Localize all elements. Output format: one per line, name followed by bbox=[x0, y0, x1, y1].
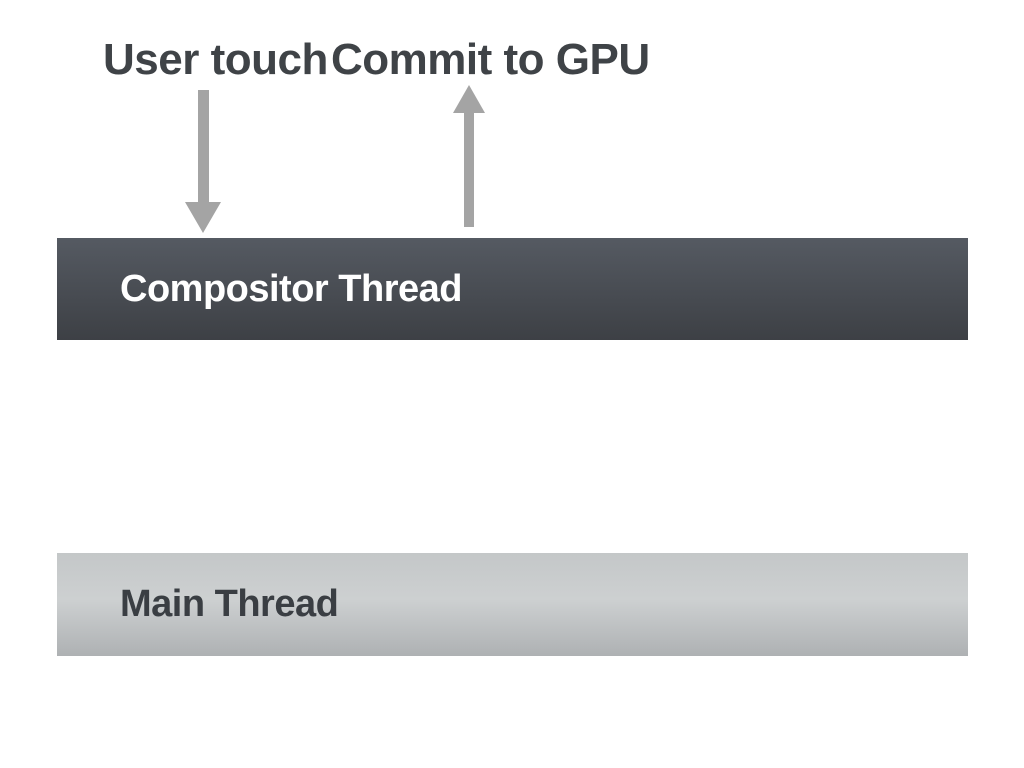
main-thread-bar: Main Thread bbox=[57, 553, 968, 656]
up-arrow-head bbox=[453, 85, 485, 113]
compositor-thread-bar: Compositor Thread bbox=[57, 238, 968, 340]
commit-to-gpu-up-arrow-icon bbox=[453, 85, 485, 227]
up-arrow-shaft bbox=[464, 113, 474, 227]
user-touch-down-arrow-icon bbox=[185, 90, 221, 233]
user-touch-label: User touch bbox=[103, 35, 328, 84]
down-arrow-head bbox=[185, 202, 221, 233]
compositor-thread-label: Compositor Thread bbox=[120, 267, 462, 310]
commit-to-gpu-label: Commit to GPU bbox=[331, 35, 650, 84]
down-arrow-shaft bbox=[197, 90, 209, 202]
main-thread-label: Main Thread bbox=[120, 583, 339, 625]
